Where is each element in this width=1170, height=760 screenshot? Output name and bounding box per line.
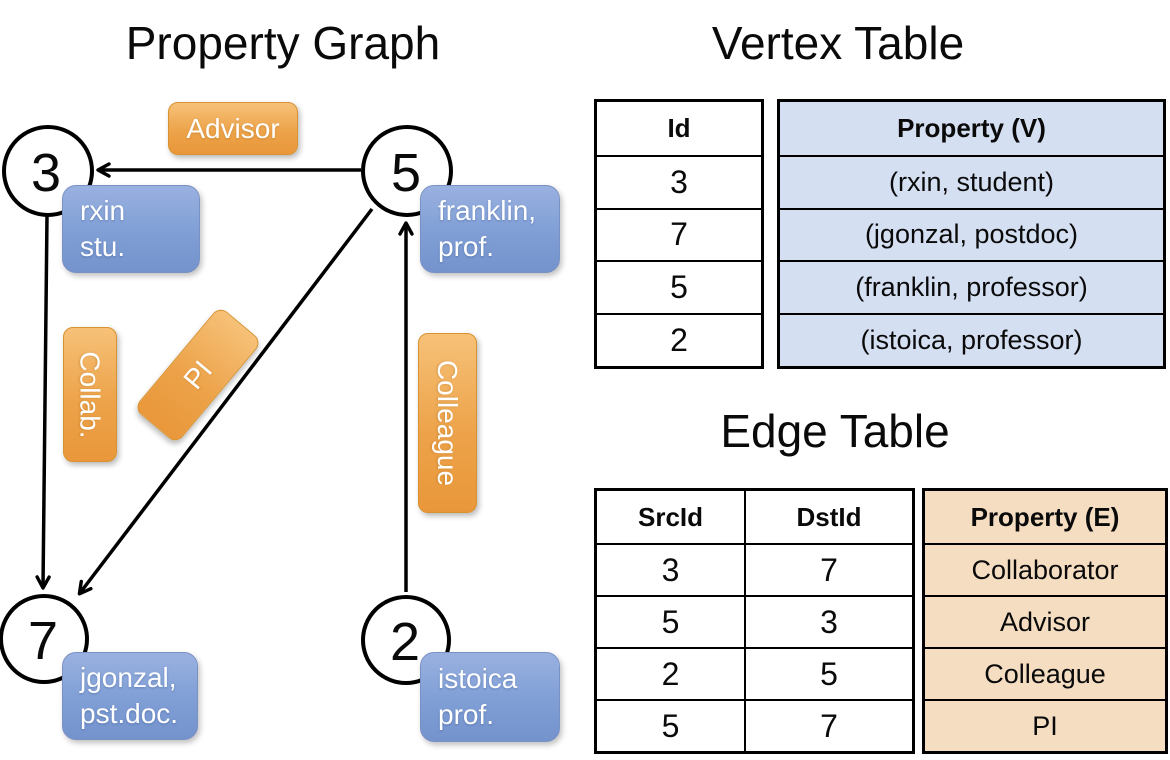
- vertex-table-property-column: Property (V) (rxin, student) (jgonzal, p…: [777, 99, 1166, 369]
- edge-label-advisor: Advisor: [168, 102, 298, 155]
- edge-label-collab-text: Collab.: [75, 350, 107, 439]
- vertex-table-property-cell: (franklin, professor): [780, 260, 1163, 313]
- vertex-label-2-line1: istoica: [438, 662, 518, 694]
- edge-table-srcid-cell: 5: [597, 595, 744, 647]
- node-7-id: 7: [27, 611, 59, 671]
- edge-table-property-header: Property (E): [970, 501, 1120, 532]
- vertex-label-5-line1: franklin,: [438, 194, 537, 226]
- edge-table-dstid-cell: 7: [744, 543, 912, 595]
- edge-table-title: Edge Table: [720, 405, 950, 457]
- edge-collab-arrow: [35, 215, 51, 590]
- edge-table-property-cell: Colleague: [925, 647, 1165, 699]
- edge-table-dstid-header: DstId: [744, 491, 912, 543]
- edge-label-collab: Collab.: [63, 327, 117, 462]
- edge-label-colleague-text: Colleague: [432, 359, 464, 487]
- vertex-table-property-cell: (rxin, student): [780, 154, 1163, 208]
- edge-table-dstid-cell: 7: [744, 699, 912, 751]
- vertex-label-3: rxin stu.: [62, 185, 200, 273]
- edge-label-advisor-text: Advisor: [186, 112, 280, 144]
- edge-table-property-cell: Advisor: [925, 595, 1165, 647]
- vertex-table-id-header: Id: [667, 112, 691, 143]
- edge-table-property-cell: PI: [925, 699, 1165, 751]
- vertex-table-title: Vertex Table: [711, 17, 965, 69]
- edge-table-srcid-cell: 5: [597, 699, 744, 751]
- vertex-label-3-line2: stu.: [80, 231, 126, 262]
- edge-table-srcid-cell: 2: [597, 647, 744, 699]
- edge-table-srcid-header: SrcId: [637, 501, 704, 532]
- node-2-id: 2: [389, 612, 421, 672]
- vertex-label-5-line2: prof.: [438, 231, 495, 262]
- node-5-id: 5: [390, 143, 422, 203]
- vertex-label-7: jgonzal, pst.doc.: [62, 652, 198, 740]
- edge-label-colleague: Colleague: [418, 333, 477, 513]
- edge-pi-arrow: [77, 207, 374, 596]
- property-graph-title: Property Graph: [125, 17, 441, 69]
- vertex-table-property-header: Property (V): [897, 112, 1046, 143]
- vertex-table-id-cell: 3: [597, 154, 761, 208]
- vertex-label-7-line2: pst.doc.: [80, 698, 179, 729]
- vertex-table-id-cell: 7: [597, 207, 761, 261]
- edge-table-property-cell: Collaborator: [925, 543, 1165, 595]
- vertex-table-property-cell: (jgonzal, postdoc): [780, 207, 1163, 261]
- edge-table-property-column: Property (E) Collaborator Advisor Collea…: [922, 488, 1168, 754]
- vertex-table-property-cell: (istoica, professor): [780, 313, 1163, 366]
- vertex-label-2: istoica prof.: [420, 652, 560, 742]
- vertex-label-5: franklin, prof.: [420, 185, 560, 273]
- edge-table-dstid-cell: 3: [744, 595, 912, 647]
- vertex-table-id-column: Id 3 7 5 2: [594, 99, 764, 369]
- node-3-id: 3: [30, 143, 62, 203]
- vertex-table-id-cell: 2: [597, 313, 761, 366]
- edge-table-dstid-cell: 5: [744, 647, 912, 699]
- vertex-table-id-cell: 5: [597, 260, 761, 313]
- vertex-label-3-line1: rxin: [80, 194, 126, 226]
- vertex-label-7-line1: jgonzal,: [80, 661, 177, 693]
- vertex-label-2-line2: prof.: [438, 699, 495, 730]
- edge-table-id-columns: SrcId DstId 3 7 5 3 2 5 5 7: [594, 488, 915, 754]
- edge-table-srcid-cell: 3: [597, 543, 744, 595]
- edge-label-pi-text: PI: [177, 354, 218, 395]
